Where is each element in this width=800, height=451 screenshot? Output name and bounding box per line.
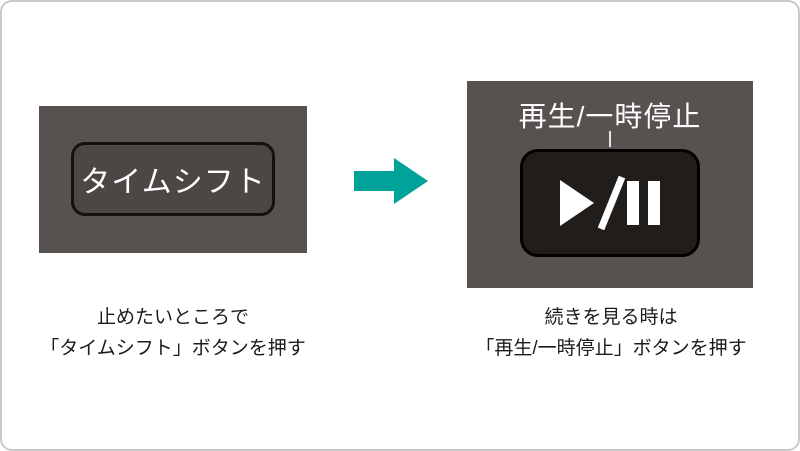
timeshift-button: タイムシフト (71, 142, 275, 216)
arrow-right-icon (354, 158, 428, 204)
remote-panel-playpause: 再生/一時停止 (467, 81, 753, 288)
caption-timeshift: 止めたいところで 「タイムシフト」ボタンを押す (22, 302, 324, 364)
play-icon (560, 180, 594, 226)
arrow-right-shape (354, 158, 428, 204)
caption-timeshift-line2: 「タイムシフト」ボタンを押す (40, 338, 306, 359)
caption-playpause: 続きを見る時は 「再生/一時停止」ボタンを押す (450, 302, 772, 364)
remote-panel-timeshift: タイムシフト (39, 106, 307, 253)
caption-playpause-line1: 続きを見る時は (544, 307, 678, 328)
timeshift-button-label: タイムシフト (80, 166, 266, 199)
play-pause-button (520, 149, 700, 257)
pointer-line (609, 131, 611, 147)
slash-divider (597, 175, 626, 231)
caption-playpause-line2: 「再生/一時停止」ボタンを押す (475, 338, 747, 359)
playpause-label: 再生/一時停止 (518, 101, 702, 132)
caption-timeshift-line1: 止めたいところで (96, 307, 249, 328)
pause-icon (627, 181, 660, 225)
